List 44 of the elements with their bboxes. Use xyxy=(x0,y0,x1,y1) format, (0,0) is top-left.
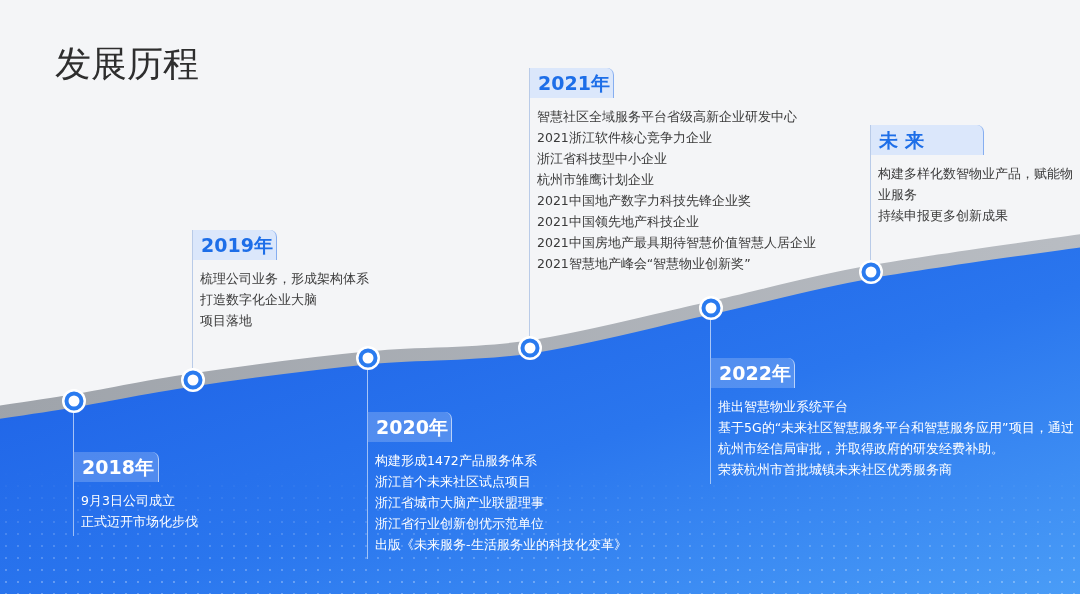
milestone-text: 浙江省行业创新创优示范单位 xyxy=(374,515,545,533)
milestone-text: 2021智慧地产峰会“智慧物业创新奖” xyxy=(536,255,752,273)
milestone-text: 构建多样化数智物业产品，赋能物业服务 xyxy=(877,165,1074,204)
year-heading: 2021年 xyxy=(530,68,614,98)
year-heading: 2020年 xyxy=(368,412,452,442)
leader-line xyxy=(192,334,193,369)
milestone-text: 出版《未来服务-生活服务业的科技化变革》 xyxy=(374,536,628,554)
milestone-text: 荣获杭州市首批城镇未来社区优秀服务商 xyxy=(717,461,953,479)
milestone-text: 2021中国房地产最具期待智慧价值智慧人居企业 xyxy=(536,234,817,252)
milestone-text: 正式迈开市场化步伐 xyxy=(80,513,199,531)
milestone-text: 杭州市雏鹰计划企业 xyxy=(536,171,655,189)
milestone-card xyxy=(870,125,1074,230)
milestone-text: 推出智慧物业系统平台 xyxy=(717,398,849,416)
milestone-text: 构建形成1472产品服务体系 xyxy=(374,452,538,470)
leader-line xyxy=(870,229,871,261)
milestone-text: 浙江首个未来社区试点项目 xyxy=(374,473,532,491)
year-heading: 未 来 xyxy=(871,125,984,155)
milestone-text: 打造数字化企业大脑 xyxy=(199,291,318,309)
milestone-text: 持续申报更多创新成果 xyxy=(877,207,1009,225)
milestone-text: 浙江省科技型中小企业 xyxy=(536,150,668,168)
year-heading: 2018年 xyxy=(74,452,159,482)
leader-line xyxy=(710,319,711,359)
year-heading: 2019年 xyxy=(193,230,277,260)
page-title: 发展历程 xyxy=(55,42,199,86)
milestone-text: 2021浙江软件核心竞争力企业 xyxy=(536,129,713,147)
milestone-text: 2021中国地产数字力科技先锋企业奖 xyxy=(536,192,752,210)
milestone-text: 基于5G的“未来社区智慧服务平台和智慧服务应用”项目，通过杭州市经信局审批，并取得政府的研发经费补助。 xyxy=(717,419,1075,458)
milestone-text: 浙江省城市大脑产业联盟理事 xyxy=(374,494,545,512)
milestone-card xyxy=(710,358,1076,484)
timeline-dot xyxy=(61,389,86,413)
year-heading: 2022年 xyxy=(711,358,795,388)
milestone-text: 梳理公司业务，形成架构体系 xyxy=(199,270,370,288)
timeline-dot xyxy=(698,296,723,320)
milestone-text: 项目落地 xyxy=(199,312,253,330)
milestone-text: 2021中国领先地产科技企业 xyxy=(536,213,700,231)
leader-line xyxy=(529,277,530,337)
leader-line xyxy=(73,412,74,453)
timeline-dot xyxy=(355,346,380,370)
timeline-dot xyxy=(180,368,205,392)
milestone-text: 9月3日公司成立 xyxy=(80,492,176,510)
milestone-text: 智慧社区全域服务平台省级高新企业研发中心 xyxy=(536,108,798,126)
timeline-dot xyxy=(858,260,883,284)
leader-line xyxy=(367,369,368,413)
timeline-dot xyxy=(517,336,542,360)
